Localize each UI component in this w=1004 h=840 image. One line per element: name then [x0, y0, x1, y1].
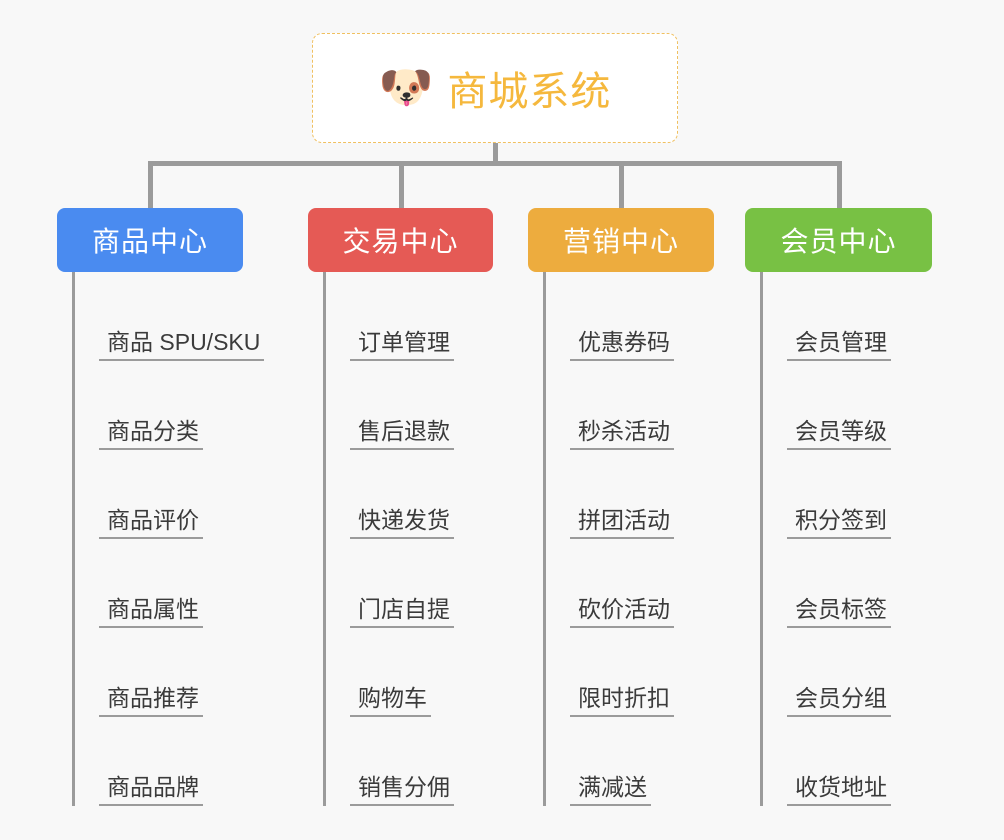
leaf-item-label: 购物车 — [350, 686, 431, 717]
leaf-item[interactable]: 会员标签 — [763, 539, 932, 628]
category-header-3[interactable]: 营销中心 — [528, 208, 714, 272]
leaf-item[interactable]: 销售分佣 — [326, 717, 493, 806]
leaf-item-label: 商品分类 — [99, 419, 203, 450]
leaf-item[interactable]: 秒杀活动 — [546, 361, 714, 450]
leaf-item-label: 会员管理 — [787, 330, 891, 361]
leaf-item-label: 销售分佣 — [350, 775, 454, 806]
leaf-item[interactable]: 快递发货 — [326, 450, 493, 539]
category-column-1: 商品中心商品 SPU/SKU 商品分类商品评价商品属性商品推荐商品品牌 — [57, 208, 265, 806]
leaf-item[interactable]: 收货地址 — [763, 717, 932, 806]
leaf-item-label: 限时折扣 — [570, 686, 674, 717]
leaf-item[interactable]: 积分签到 — [763, 450, 932, 539]
leaf-list-1: 商品 SPU/SKU 商品分类商品评价商品属性商品推荐商品品牌 — [72, 272, 265, 806]
connector-root-stem — [493, 143, 498, 165]
leaf-item-label: 会员标签 — [787, 597, 891, 628]
leaf-item-label: 商品推荐 — [99, 686, 203, 717]
leaf-item[interactable]: 售后退款 — [326, 361, 493, 450]
connector-horizontal-bus — [148, 161, 842, 166]
leaf-item-label: 满减送 — [570, 775, 651, 806]
connector-drop-2 — [398, 161, 404, 208]
category-header-2[interactable]: 交易中心 — [308, 208, 493, 272]
leaf-item[interactable]: 购物车 — [326, 628, 493, 717]
leaf-item[interactable]: 商品推荐 — [75, 628, 243, 717]
leaf-item[interactable]: 商品分类 — [75, 361, 243, 450]
category-header-4[interactable]: 会员中心 — [745, 208, 932, 272]
leaf-item-label: 会员分组 — [787, 686, 891, 717]
connector-drop-4 — [836, 161, 842, 208]
leaf-list-2: 订单管理售后退款快递发货门店自提购物车销售分佣 — [323, 272, 493, 806]
root-node-label: 商城系统 — [447, 70, 612, 114]
leaf-list-4: 会员管理会员等级积分签到会员标签会员分组收货地址 — [760, 272, 932, 806]
category-header-label: 营销中心 — [562, 226, 679, 257]
leaf-item[interactable]: 会员管理 — [763, 272, 932, 361]
leaf-item-label: 拼团活动 — [570, 508, 674, 539]
leaf-item[interactable]: 限时折扣 — [546, 628, 714, 717]
leaf-item-label: 商品属性 — [99, 597, 203, 628]
leaf-item-label: 商品 SPU/SKU — [99, 330, 265, 361]
connector-drop-3 — [619, 161, 624, 208]
category-column-2: 交易中心订单管理售后退款快递发货门店自提购物车销售分佣 — [308, 208, 493, 806]
shiba-dog-face-icon: 🐶 — [378, 62, 434, 113]
leaf-item-label: 商品评价 — [99, 508, 203, 539]
leaf-item[interactable]: 门店自提 — [326, 539, 493, 628]
leaf-item[interactable]: 会员等级 — [763, 361, 932, 450]
leaf-item[interactable]: 优惠券码 — [546, 272, 714, 361]
leaf-item-label: 优惠券码 — [570, 330, 674, 361]
leaf-item-label: 砍价活动 — [570, 597, 674, 628]
leaf-item-label: 商品品牌 — [99, 775, 203, 806]
leaf-item-label: 门店自提 — [350, 597, 454, 628]
category-column-4: 会员中心会员管理会员等级积分签到会员标签会员分组收货地址 — [745, 208, 932, 806]
connector-drop-1 — [148, 161, 153, 208]
leaf-item[interactable]: 商品评价 — [75, 450, 243, 539]
leaf-item[interactable]: 砍价活动 — [546, 539, 714, 628]
leaf-item-label: 收货地址 — [787, 775, 891, 806]
category-header-1[interactable]: 商品中心 — [57, 208, 243, 272]
leaf-item[interactable]: 商品 SPU/SKU — [75, 272, 265, 361]
leaf-list-3: 优惠券码秒杀活动拼团活动砍价活动限时折扣满减送 — [543, 272, 714, 806]
leaf-item-label: 订单管理 — [350, 330, 454, 361]
leaf-item-label: 积分签到 — [787, 508, 891, 539]
leaf-item-label: 秒杀活动 — [570, 419, 674, 450]
leaf-item[interactable]: 满减送 — [546, 717, 714, 806]
category-header-label: 会员中心 — [780, 226, 897, 257]
leaf-item[interactable]: 订单管理 — [326, 272, 493, 361]
leaf-item[interactable]: 会员分组 — [763, 628, 932, 717]
root-node[interactable]: 🐶 商城系统 — [312, 33, 678, 143]
leaf-item-label: 会员等级 — [787, 419, 891, 450]
category-column-3: 营销中心优惠券码秒杀活动拼团活动砍价活动限时折扣满减送 — [528, 208, 714, 806]
leaf-item[interactable]: 商品品牌 — [75, 717, 243, 806]
leaf-item[interactable]: 商品属性 — [75, 539, 243, 628]
leaf-item[interactable]: 拼团活动 — [546, 450, 714, 539]
leaf-item-label: 售后退款 — [350, 419, 454, 450]
category-header-label: 交易中心 — [342, 226, 459, 257]
leaf-item-label: 快递发货 — [350, 508, 454, 539]
category-header-label: 商品中心 — [91, 226, 208, 257]
